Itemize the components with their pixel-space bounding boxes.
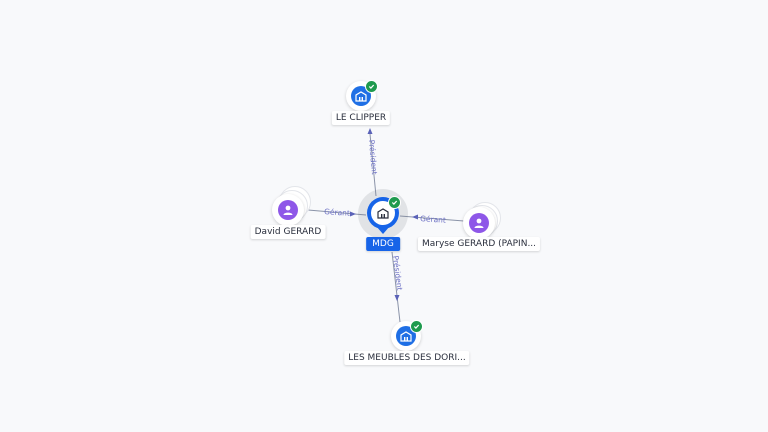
edge-label-right: Gérant [420, 214, 446, 225]
person-icon-bg [469, 213, 489, 233]
edge-gerant-left: Gérant [307, 207, 367, 218]
user-icon [474, 218, 484, 228]
building-icon [355, 91, 367, 102]
edge-arrow-left [350, 211, 356, 217]
node-label[interactable]: David GERARD [250, 225, 326, 239]
edge-arrow-bottom [394, 295, 400, 301]
node-label[interactable]: LE CLIPPER [331, 111, 391, 125]
building-icon [400, 331, 412, 342]
edge-president-top: Président [367, 128, 379, 197]
edge-label-left: Gérant [324, 207, 350, 218]
edge-arrow-top [367, 128, 373, 134]
person-icon-bg [278, 200, 298, 220]
main-node-label[interactable]: MDG [366, 237, 400, 251]
node-circle[interactable] [463, 207, 495, 239]
user-icon [283, 205, 293, 215]
node-circle[interactable] [272, 194, 304, 226]
verified-check-icon [410, 320, 423, 333]
verified-check-icon [365, 80, 378, 93]
edge-arrow-right [412, 214, 418, 220]
verified-check-icon [388, 196, 401, 209]
building-icon [377, 208, 389, 219]
edge-label-bottom: Président [391, 255, 404, 291]
main-node-pointer [376, 226, 390, 234]
node-label[interactable]: LES MEUBLES DES DORI... [344, 351, 470, 365]
node-label[interactable]: Maryse GERARD (PAPIN... [417, 237, 541, 251]
node-circle[interactable] [346, 81, 376, 111]
edge-gerant-right: Gérant [399, 214, 465, 225]
edge-president-bottom: Président [391, 251, 404, 323]
edge-label-top: Président [367, 139, 379, 175]
